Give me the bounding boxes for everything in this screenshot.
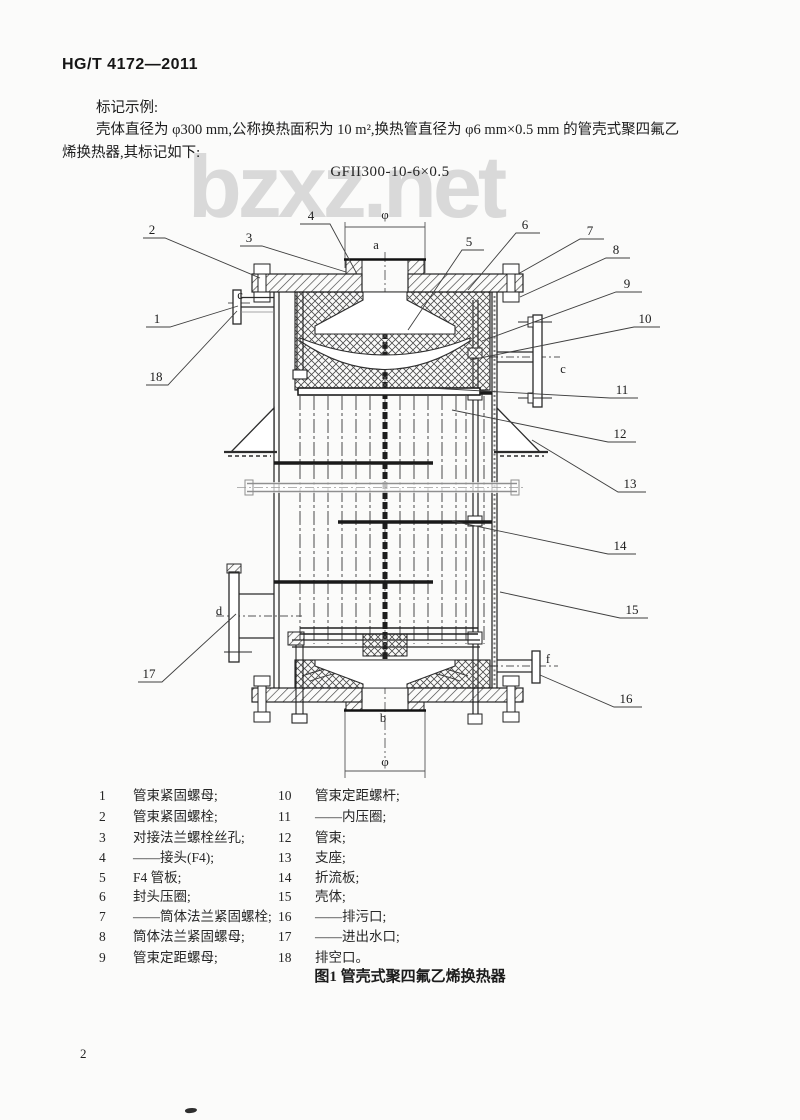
shell-joint bbox=[237, 479, 526, 496]
callout-leaders bbox=[138, 223, 660, 708]
callout-13: 13 bbox=[624, 476, 637, 491]
legend-item: 4——接头(F4); bbox=[99, 850, 214, 865]
callout-9: 9 bbox=[624, 276, 631, 291]
callout-2: 2 bbox=[149, 222, 156, 237]
callout-4: 4 bbox=[308, 208, 315, 223]
callout-18: 18 bbox=[150, 369, 163, 384]
callout-15: 15 bbox=[626, 602, 639, 617]
letter-c-left: c bbox=[237, 288, 243, 302]
callout-5: 5 bbox=[466, 234, 473, 249]
callout-1: 1 bbox=[154, 311, 161, 326]
bottom-right-nozzle bbox=[497, 650, 541, 684]
designation-code: GFII300-10-6×0.5 bbox=[330, 164, 450, 180]
figure-caption: 图1 管壳式聚四氟乙烯换热器 bbox=[314, 969, 506, 985]
callout-11: 11 bbox=[616, 382, 629, 397]
callout-17: 17 bbox=[143, 666, 157, 681]
example-label: 标记示例: bbox=[96, 100, 159, 116]
support-brackets bbox=[224, 406, 548, 457]
letter-d: d bbox=[216, 604, 223, 618]
legend-item: 7——筒体法兰紧固螺栓; bbox=[99, 909, 272, 924]
callout-8: 8 bbox=[613, 242, 620, 257]
letter-b: b bbox=[380, 711, 386, 725]
legend-item: 11——内压圈; bbox=[278, 809, 387, 824]
standard-number-header: HG/T 4172—2011 bbox=[62, 56, 198, 73]
callout-14: 14 bbox=[614, 538, 628, 553]
legend-item: 17——进出水口; bbox=[278, 929, 400, 944]
tube-bundle bbox=[299, 396, 485, 644]
bottom-head bbox=[251, 627, 524, 724]
bottom-left-nozzle bbox=[224, 563, 274, 663]
legend-item: 16——排污口; bbox=[278, 909, 387, 924]
callout-16: 16 bbox=[620, 691, 634, 706]
body-text-line2: 烯换热器,其标记如下: bbox=[62, 145, 201, 161]
letter-a: a bbox=[373, 238, 379, 252]
callout-10: 10 bbox=[639, 311, 652, 326]
page-number: 2 bbox=[80, 1046, 87, 1061]
top-head bbox=[251, 258, 524, 396]
top-left-nozzle bbox=[232, 289, 274, 325]
watermark-text: bzxz.net bbox=[188, 137, 507, 236]
callout-3: 3 bbox=[246, 230, 253, 245]
body-text-line1: 壳体直径为 φ300 mm,公称换热面积为 10 m²,换热管直径为 φ6 mm… bbox=[96, 122, 680, 138]
section-letters: a b c c d f φ φ bbox=[216, 207, 566, 769]
letter-c-right: c bbox=[560, 362, 566, 376]
callout-numbers: 1 2 3 4 5 6 7 8 9 10 11 12 13 14 15 16 1… bbox=[143, 208, 652, 706]
callout-7: 7 bbox=[587, 223, 594, 238]
letter-f: f bbox=[546, 652, 551, 666]
callout-12: 12 bbox=[614, 426, 627, 441]
callout-6: 6 bbox=[522, 217, 529, 232]
dimension-phi-top: φ bbox=[381, 207, 389, 222]
dimension-phi-bottom: φ bbox=[381, 754, 389, 769]
